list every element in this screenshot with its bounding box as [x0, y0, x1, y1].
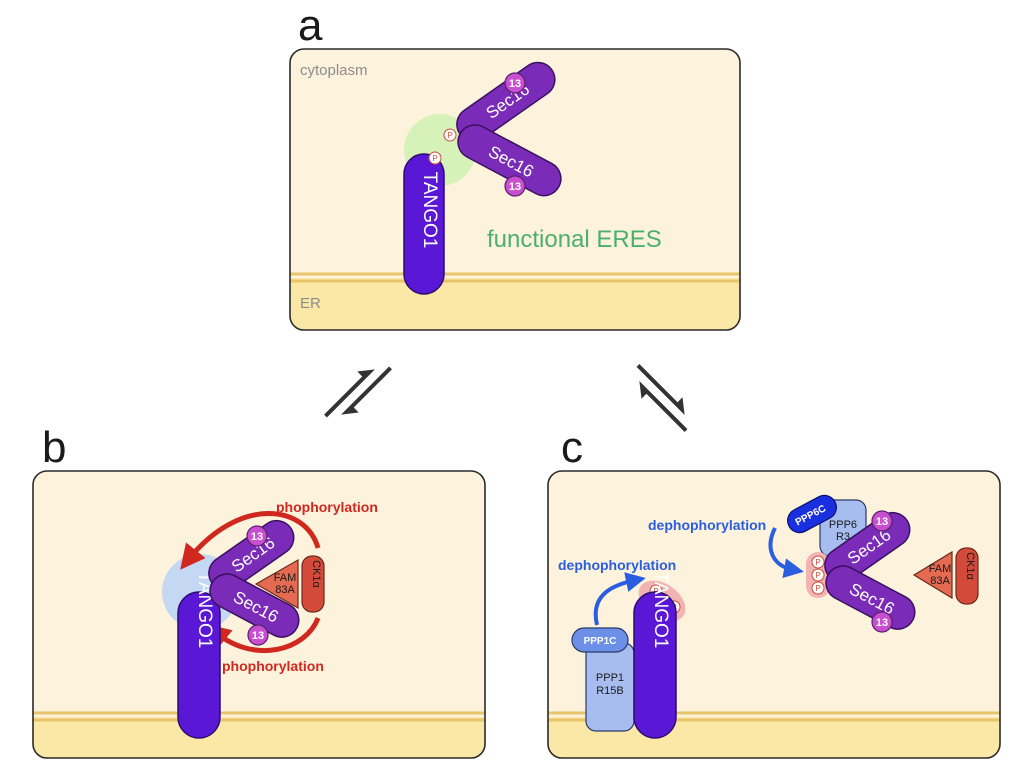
sec13-lower	[504, 175, 526, 197]
tango1-protein	[177, 591, 221, 739]
ppp1r15b-label-line2: R15B	[596, 685, 624, 697]
panel-a: cytoplasm ER TANGO1 Sec16 Sec16 13 13 P …	[289, 48, 741, 331]
sec16-lower	[457, 124, 562, 197]
sec13-upper-label: 13	[251, 531, 263, 543]
panel-b-border	[32, 470, 486, 759]
sec13-upper	[504, 72, 526, 94]
panel-c-letter: c	[561, 423, 583, 472]
phosphorylation-arrow-bottom	[205, 616, 321, 653]
phospho-label: P	[815, 584, 820, 593]
ppp6r3-label-line2: R3	[836, 531, 850, 543]
phospho-label: P	[815, 558, 820, 567]
dephosphorylation-arrow-right	[768, 527, 804, 579]
tango1-protein	[633, 591, 677, 739]
phospho-site	[811, 581, 825, 595]
ppp1r15b-label-line1: PPP1	[596, 672, 624, 684]
fam83a-label-line1: FAM	[929, 563, 952, 575]
sec16-lower	[825, 565, 916, 630]
fam83a-label-line2: 83A	[275, 584, 295, 596]
panel-c-border	[547, 470, 1001, 759]
sec13-lower-label: 13	[876, 617, 888, 629]
equilibrium-arrows-left	[324, 366, 392, 418]
sec13-upper-label: 13	[876, 516, 888, 528]
phospho-site-sec16	[443, 128, 457, 142]
sec13-lower	[247, 624, 269, 646]
panel-a-border	[289, 48, 741, 331]
ck1a-protein	[301, 555, 325, 613]
phosphorylation-bottom-label: phophorylation	[222, 658, 324, 674]
phospho-label: P	[815, 571, 820, 580]
ppp1c-label: PPP1C	[584, 636, 617, 647]
fam83a-protein	[912, 550, 953, 600]
phosphorylation-arrow-top	[180, 511, 321, 570]
sec13-lower	[871, 611, 893, 633]
phospho-site-tango1	[428, 151, 442, 165]
equilibrium-arrows-right	[636, 364, 688, 432]
tango1-protein	[403, 153, 445, 295]
ck1a-label: CK1α	[310, 560, 322, 588]
fam83a-protein	[254, 558, 299, 610]
dephosphorylation-left-label: dephophorylation	[558, 557, 676, 573]
sec13-upper-label: 13	[509, 78, 521, 90]
phospho-site	[811, 555, 825, 569]
ck1a-protein	[955, 547, 979, 605]
tango1-label: TANGO1	[419, 172, 440, 249]
sec13-upper	[871, 510, 893, 532]
dephosphorylation-right-label: dephophorylation	[648, 517, 766, 533]
fam83a-label-line1: FAM	[274, 572, 297, 584]
sec16-lower	[209, 573, 300, 638]
fam83a-label-line2: 83A	[930, 575, 950, 587]
phospho-label: P	[432, 154, 437, 163]
ppp6r3-label-line1: PPP6	[829, 519, 857, 531]
dephosphorylation-arrow-left	[593, 572, 646, 626]
panel-b-er-lumen	[33, 717, 485, 758]
panel-b-letter: b	[42, 423, 66, 472]
phospho-site	[811, 568, 825, 582]
sec13-lower-label: 13	[509, 181, 521, 193]
ck1a-label: CK1α	[964, 552, 976, 580]
cytoplasm-label: cytoplasm	[300, 62, 368, 79]
panel-c: PPP1 R15B PPP1C P P P TANGO1 dephophoryl…	[547, 470, 1001, 759]
ppp1c-protein	[571, 627, 629, 653]
panel-a-er-lumen	[290, 278, 740, 330]
sec13-lower-label: 13	[252, 630, 264, 642]
phospho-label: P	[447, 131, 452, 140]
ppp6c-protein	[787, 494, 837, 534]
panel-a-letter: a	[298, 1, 323, 50]
phosphorylation-top-label: phophorylation	[276, 499, 378, 515]
er-label: ER	[300, 295, 321, 312]
functional-eres-label: functional ERES	[487, 226, 662, 253]
panel-b: phophorylation phophorylation TANGO1 Sec…	[32, 470, 486, 759]
tango1-label: TANGO1	[650, 572, 671, 649]
sec13-upper	[246, 525, 268, 547]
